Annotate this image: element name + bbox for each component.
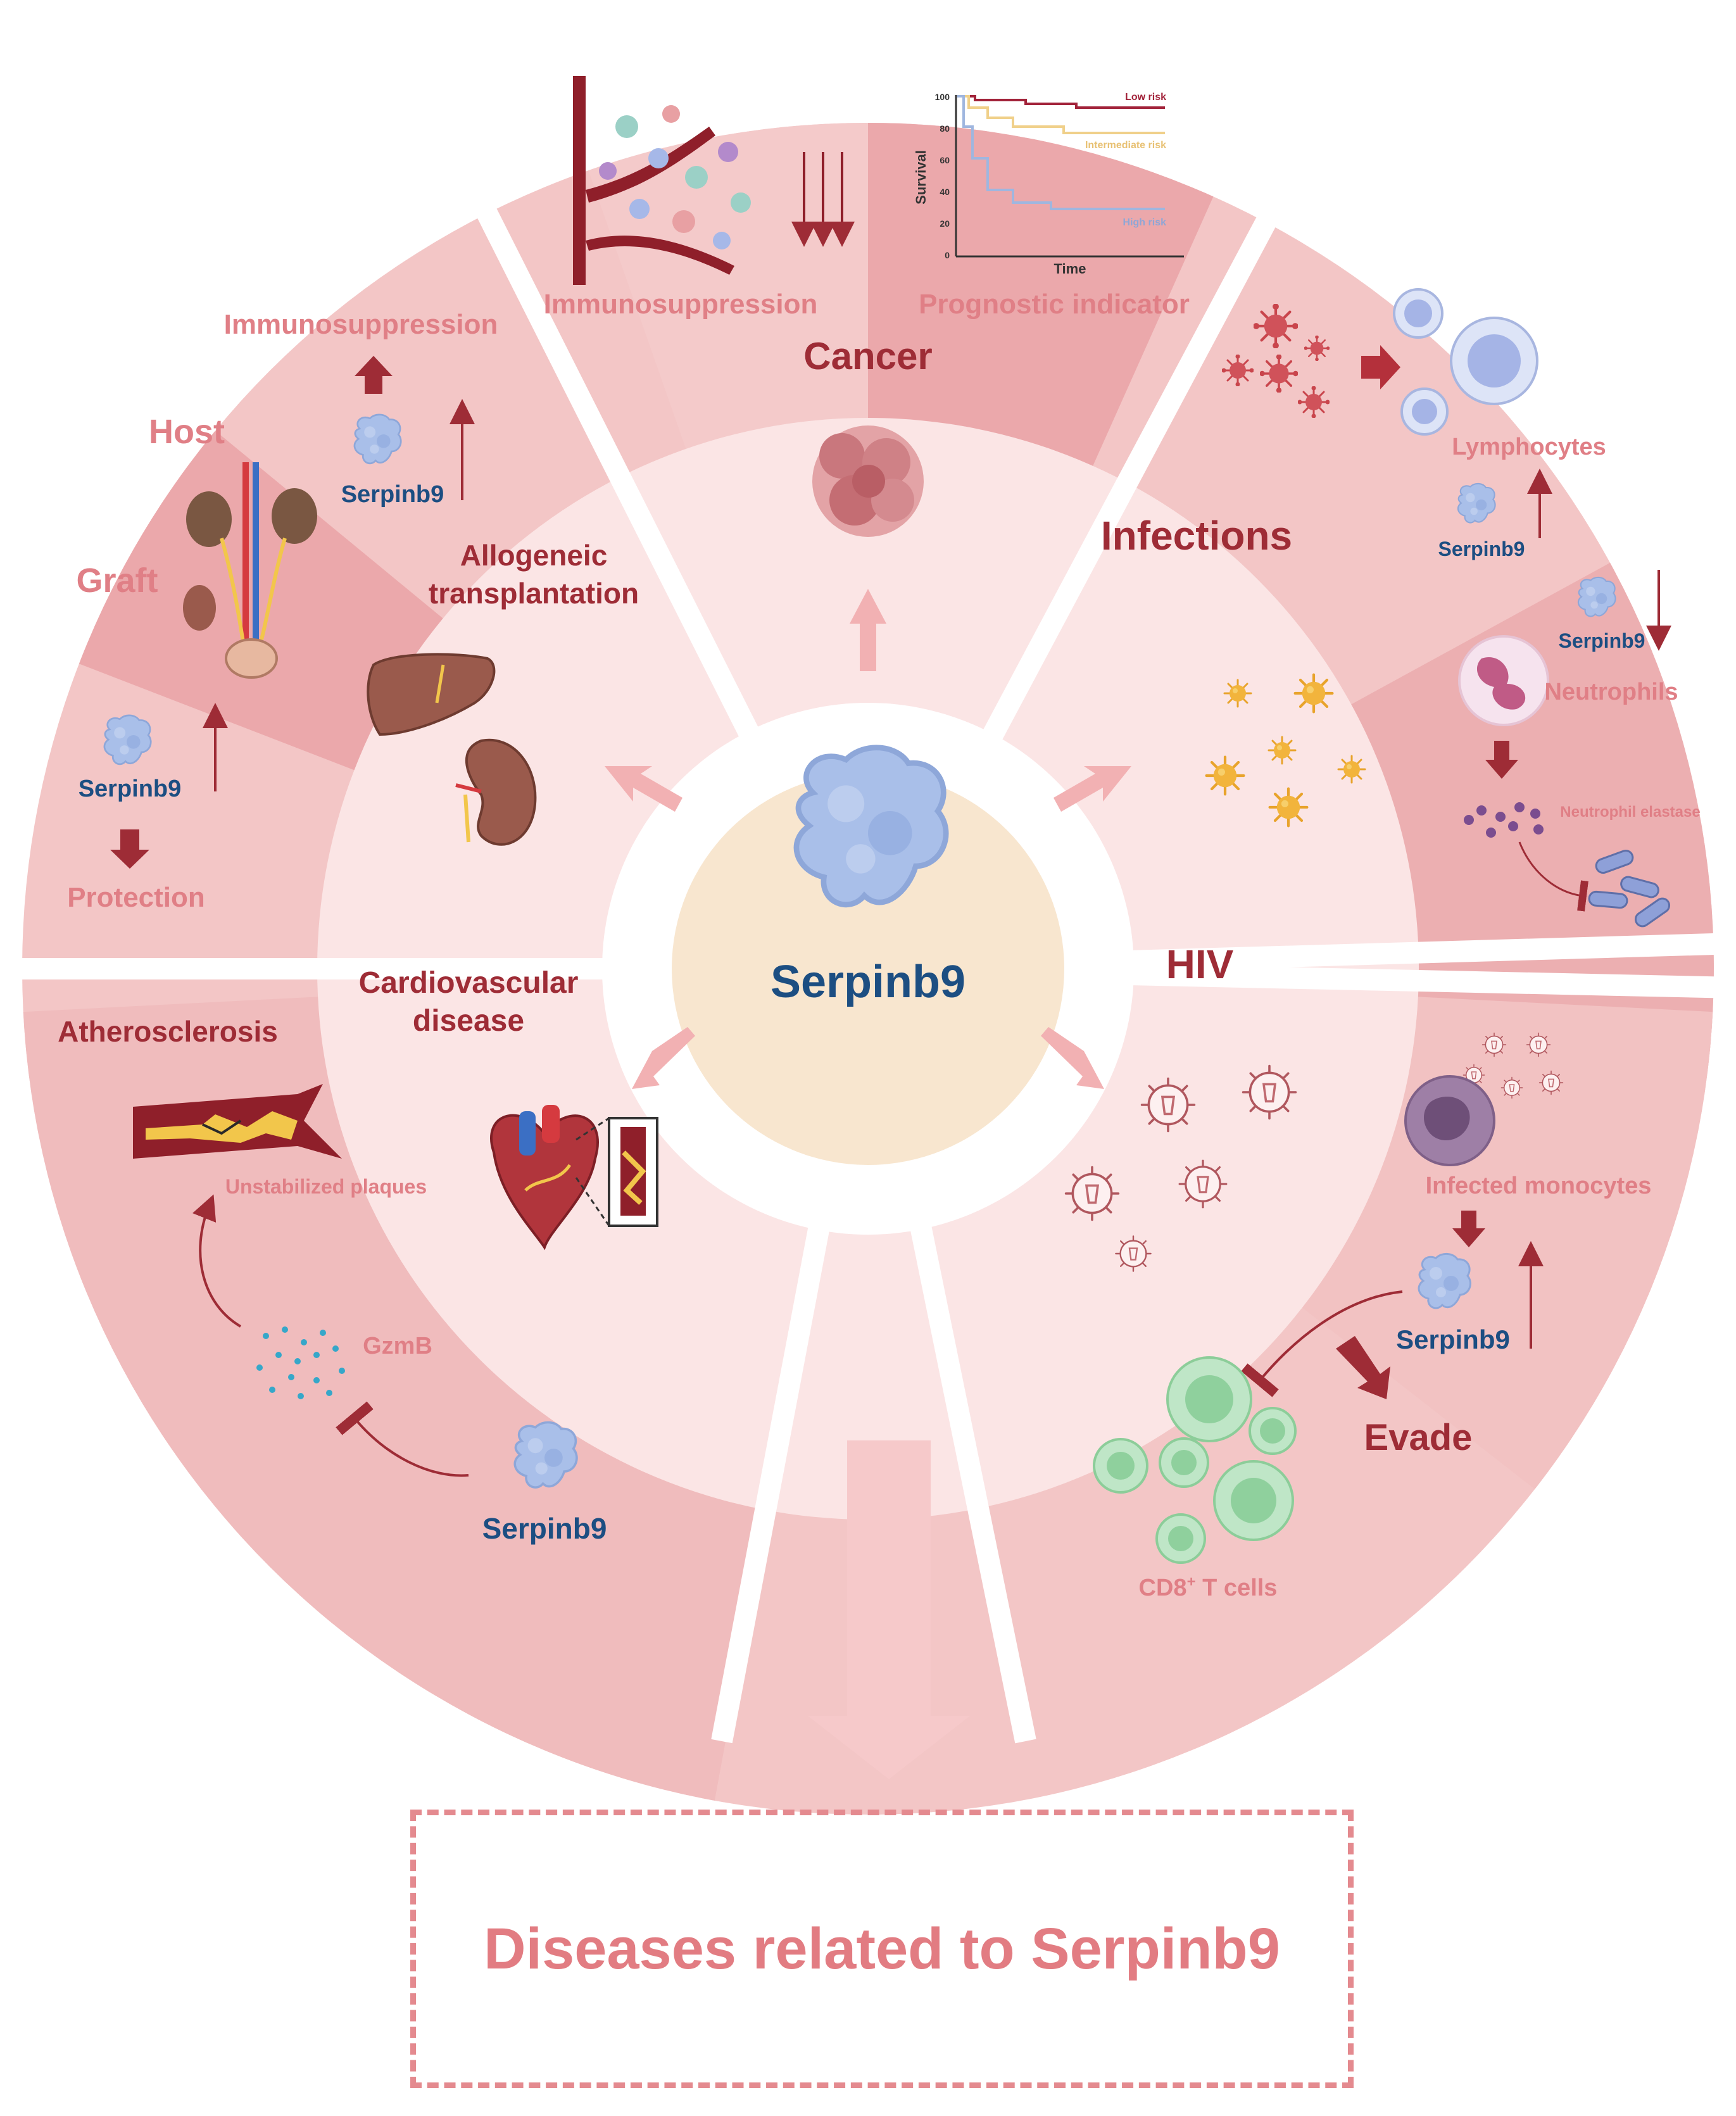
down-thick-arrow-icon [110,829,149,869]
inhibition-line [1518,841,1588,912]
cardio-serpinb9-label: Serpinb9 [482,1512,607,1545]
survival-xlabel: Time [1054,261,1086,277]
down-big-arrow-icon [808,1440,970,1779]
cardio-title-line1: Cardiovascular [359,966,579,1000]
transplant-title-line2: transplantation [429,577,639,610]
kidneys-urinary-icon [183,462,317,679]
cd8-t-cells-icon [1093,1356,1297,1564]
artery-plaque-icon [133,1084,342,1159]
lymphocytes-label: Lymphocytes [1452,434,1606,460]
artery-inset-icon [575,1117,658,1227]
transplant-serpinb9-host-label: Serpinb9 [341,481,444,508]
down-thick-arrow-icon [1485,741,1518,779]
hiv-title: HIV [1166,941,1234,987]
evade-arrow-icon [1336,1336,1390,1399]
neutrophil-elastase-label: Neutrophil elastase [1560,803,1700,821]
survival-ytick-40: 40 [940,187,950,197]
survival-intermediate-risk-line [957,95,1165,134]
up-curved-arrow-icon [192,1194,242,1328]
inhibition-line [1241,1290,1403,1397]
transplant-serpinb9-graft-label: Serpinb9 [79,776,182,802]
transplant-title-line1: Allogeneic [460,539,608,572]
up-thick-arrow-icon [355,356,393,394]
tumor-icon [812,425,924,537]
survival-intermediate-risk-label: Intermediate risk [1085,140,1166,151]
center-disk [672,772,1064,1165]
evade-label: Evade [1364,1417,1473,1458]
tumor-microenvironment-illustration [573,76,855,285]
neutrophil-icon [1458,635,1549,726]
survival-ytick-20: 20 [940,218,950,229]
center-arrows [605,589,1131,1089]
survival-chart: 100 80 60 40 20 0 Survival Time Low risk… [913,92,1184,277]
survival-high-risk-line [957,95,1165,210]
neutrophils-label: Neutrophils [1544,679,1678,705]
inhibition-line [336,1401,469,1477]
survival-low-risk-line [957,95,1165,109]
cancer-immunosuppression-label: Immunosuppression [544,289,818,320]
infected-monocytes-label: Infected monocytes [1426,1173,1652,1199]
caption-box: Diseases related to Serpinb9 [410,1810,1354,2088]
infections-serpinb9-label-a: Serpinb9 [1438,538,1525,560]
cd8-prefix: CD8 [1139,1575,1187,1601]
infections-serpinb9-label-b: Serpinb9 [1559,629,1645,652]
unstabilized-plaques-label: Unstabilized plaques [225,1175,427,1198]
cd8-suffix: T cells [1196,1575,1278,1601]
survival-ytick-0: 0 [945,250,950,260]
survival-ytick-60: 60 [940,155,950,165]
heart-icon [490,1105,599,1250]
survival-ylabel: Survival [913,150,929,205]
infected-monocyte-icon [1404,1075,1495,1166]
bacteria-icon [1588,850,1671,928]
cancer-title: Cancer [803,335,932,377]
survival-ytick-100: 100 [935,92,950,102]
gzmb-label: GzmB [363,1333,432,1359]
cancer-prognostic-label: Prognostic indicator [919,289,1190,320]
survival-high-risk-label: High risk [1123,217,1167,228]
infections-title: Infections [1101,513,1292,558]
lymphocytes-icon [1393,288,1538,436]
survival-ytick-80: 80 [940,123,950,134]
gzmb-particles-icon [256,1326,345,1399]
host-label: Host [149,413,225,451]
survival-low-risk-label: Low risk [1125,92,1166,103]
graft-label: Graft [76,562,158,600]
atherosclerosis-label: Atherosclerosis [58,1015,278,1048]
center-label: Serpinb9 [771,957,965,1007]
cd8-t-cells-label: CD8+ T cells [1139,1573,1278,1601]
cd8-superscript: + [1187,1573,1196,1590]
hiv-serpinb9-label: Serpinb9 [1396,1325,1510,1354]
down-thick-arrow-icon [1452,1211,1485,1247]
kidney-icon [455,738,537,846]
liver-icon [367,653,496,736]
infection-arrow-icon [1361,345,1400,389]
neutrophil-elastase-icon [1464,802,1544,838]
protection-label: Protection [67,882,205,913]
caption-text: Diseases related to Serpinb9 [484,1916,1280,1981]
transplant-immunosuppression-label: Immunosuppression [224,309,498,340]
cardio-title-line2: disease [413,1004,524,1038]
